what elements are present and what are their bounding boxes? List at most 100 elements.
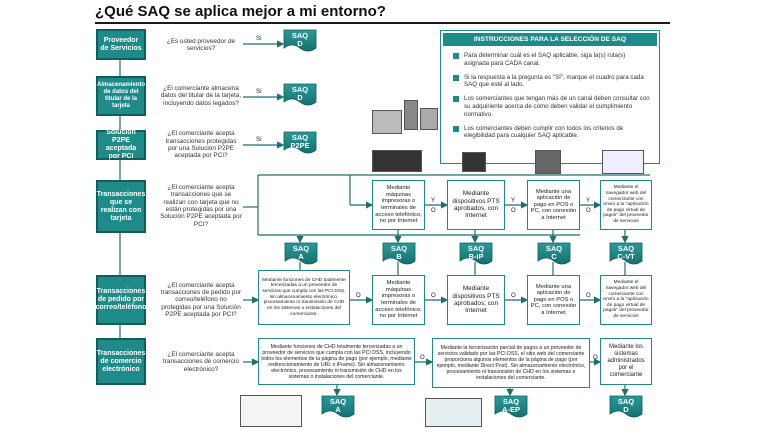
option-payment-app: Mediante una aplicación de pago en POS o… [527,180,580,230]
web-browser-image [602,150,644,174]
instruction-item: Para determinar cuál es el SAQ aplicable… [453,52,651,68]
saq-a-ep-label: SAQ [503,397,519,406]
saq-d-service-provider-label: SAQ [292,31,308,40]
or-label: O [593,355,598,361]
saq-b-shape [382,242,416,265]
question-service-provider: ¿Es usted proveedor de servicios? [166,37,236,52]
saq-d-service-provider-label: D [297,39,303,48]
saq-c-vt-label: C-VT [617,252,635,261]
or-label: O [511,208,516,214]
or-label: O [511,293,516,299]
and-label: Y [511,198,516,204]
category-cardholder-storage: Almacenamiento de datos del titular de l… [96,76,146,116]
saq-a-moto-shape [284,242,318,265]
option-ecom-partial: Mediante la tercerización parcial de pag… [432,338,590,388]
saq-a-moto-label: A [298,252,304,261]
saq-a-ep-label: A-EP [502,405,520,414]
or-label: O [431,208,436,214]
category-card-present: Transacciones que se realizan con tarjet… [96,180,146,233]
saq-p2pe-shape [283,131,317,154]
saq-d-storage-shape [283,83,317,106]
direct-post-diagram-image [425,398,482,427]
option-virtual-terminal: Mediante el navegador web del comerciant… [600,180,652,230]
saq-b-ip-label: B-IP [469,252,484,261]
pos-terminal-image [404,100,418,130]
instructions-panel: INSTRUCCIONES PARA LA SELECCIÓN DE SAQ P… [440,30,660,164]
question-cardholder-storage: ¿El comerciante almacena datos del titul… [160,85,242,107]
saq-c-label: C [551,252,557,261]
saq-b-ip-label: SAQ [468,244,484,253]
question-card-present: ¿El comerciante acepta transacciones que… [160,184,242,228]
saq-b-ip-shape [459,242,493,265]
imprint-machine-image [372,150,422,172]
card-reader-image [372,110,402,134]
saq-b-label: B [396,252,402,261]
option-payment-app: Mediante una aplicación de pago en POS o… [527,275,580,325]
or-label: O [586,208,591,214]
bullet-icon [453,53,459,59]
option-ecom-merchant-managed: Mediante los sistemas administrados por … [600,338,652,385]
saq-c-vt-shape [609,242,643,265]
yes-label: Sí [256,36,262,42]
category-p2pe: Solución P2PE aceptada por PCI [96,129,146,160]
category-ecommerce: Transacciones de comercio electrónico [96,338,146,385]
bullet-icon [453,96,459,103]
instruction-item: Los comerciantes que tengan más de un ca… [453,95,651,118]
yes-label: Sí [256,137,262,143]
pts-device-image [462,152,486,172]
question-p2pe: ¿El comerciante acepta transacciones pro… [165,130,237,160]
pinpad-image [420,108,438,130]
instructions-heading: INSTRUCCIONES PARA LA SELECCIÓN DE SAQ [443,33,657,46]
pos-system-image [535,150,561,174]
and-label: Y [431,198,436,204]
saq-c-vt-label: SAQ [618,244,634,253]
option-terminals: Mediante máquinas impresoras o terminale… [372,180,425,230]
option-ecom-outsourced: Mediante funciones de CHD totalmente ter… [258,338,415,385]
yes-label: Sí [256,89,262,95]
title-divider [95,22,670,24]
bullet-icon [453,74,459,81]
instruction-item: Los comerciantes deben cumplir con todos… [453,125,651,141]
saq-a-ecommerce-shape [321,395,355,418]
saq-p2pe-label: SAQ [292,133,308,142]
page-title: ¿Qué SAQ se aplica mejor a mi entorno? [95,3,386,20]
and-label: Y [586,198,591,204]
or-label: O [431,293,436,299]
option-virtual-terminal: Mediante el navegador web del comerciant… [600,275,652,325]
saq-d-ecommerce-shape [609,395,643,418]
option-pts: Mediante dispositivos PTS aprobados, con… [447,180,505,230]
redirect-screenshot-image [240,395,302,427]
or-label: O [420,355,425,361]
option-pts: Mediante dispositivos PTS aprobados, con… [447,275,505,325]
bullet-icon [453,125,459,132]
question-moto: ¿El comerciante acepta transacciones de … [160,281,242,318]
saq-d-ecommerce-label: SAQ [618,397,634,406]
saq-d-storage-label: SAQ [292,85,308,94]
or-label: O [356,293,361,299]
category-moto: Transacciones de pedido por correo/teléf… [96,275,146,325]
saq-a-ecommerce-label: A [335,405,341,414]
option-terminals: Mediante máquinas impresoras o terminale… [372,275,425,325]
category-service-provider: Proveedor de Servicios [96,29,146,60]
question-ecommerce: ¿El comerciante acepta transacciones de … [162,351,239,373]
instruction-item: Si la respuesta a la pregunta es "SÍ", m… [453,74,651,90]
saq-d-ecommerce-label: D [623,405,629,414]
or-label: O [586,293,591,299]
option-moto-outsourced: Mediante funciones de CHD totalmente ter… [258,270,350,325]
saq-a-moto-label: SAQ [293,244,309,253]
saq-a-ecommerce-label: SAQ [330,397,346,406]
saq-d-service-provider-shape [283,29,317,52]
saq-b-label: SAQ [391,244,407,253]
